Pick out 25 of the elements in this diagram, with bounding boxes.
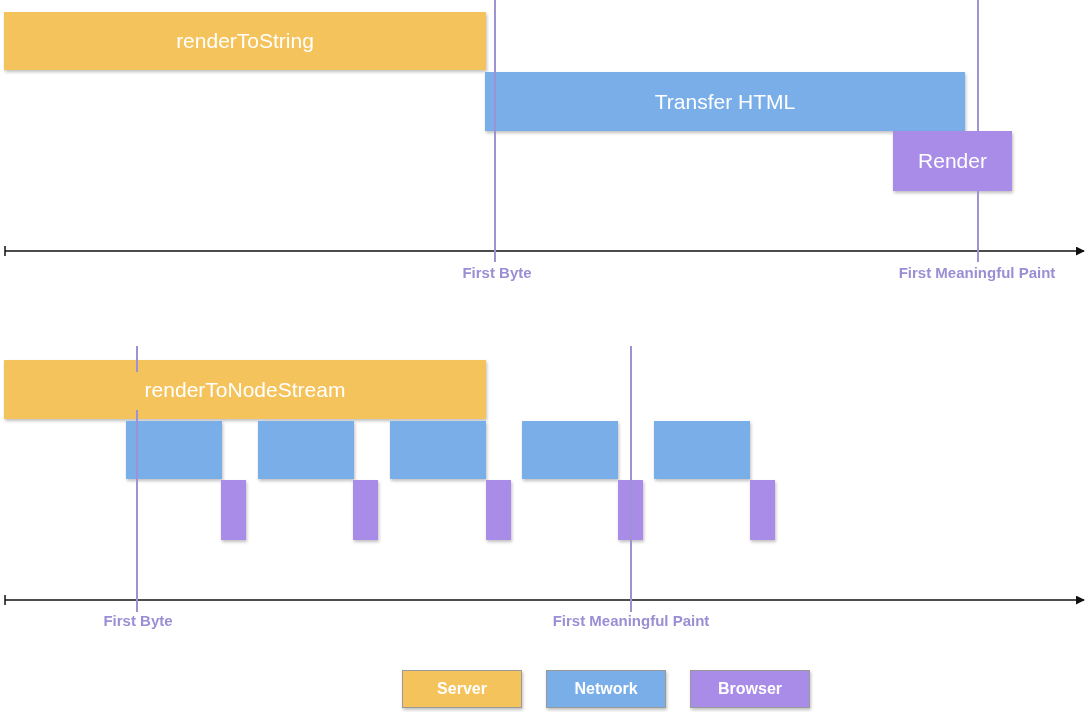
browser-chunk-bar <box>750 480 775 540</box>
milestone-label: First Meaningful Paint <box>898 264 1056 281</box>
legend-swatch: Network <box>546 670 666 708</box>
network-chunk-bar <box>522 421 618 479</box>
bar-label: Render <box>918 149 987 173</box>
bar-label: Transfer HTML <box>654 89 796 114</box>
browser-chunk-bar <box>353 480 378 540</box>
network-chunk-bar <box>654 421 750 479</box>
legend-swatch: Server <box>402 670 522 708</box>
network-bar <box>485 72 965 131</box>
legend-swatch: Browser <box>690 670 810 708</box>
milestone-label: First Byte <box>103 612 173 629</box>
server-bar <box>4 360 486 419</box>
browser-chunk-bar <box>486 480 511 540</box>
network-chunk-bar <box>126 421 222 479</box>
browser-chunk-bar <box>618 480 643 540</box>
milestone-label: First Byte <box>462 264 532 281</box>
milestone-label: First Meaningful Paint <box>552 612 710 629</box>
bar-label: renderToNodeStream <box>144 377 346 402</box>
browser-bar <box>893 131 1012 191</box>
bar-label: renderToString <box>176 29 314 53</box>
server-bar <box>4 12 486 70</box>
network-chunk-bar <box>258 421 354 479</box>
network-chunk-bar <box>390 421 486 479</box>
browser-chunk-bar <box>221 480 246 540</box>
